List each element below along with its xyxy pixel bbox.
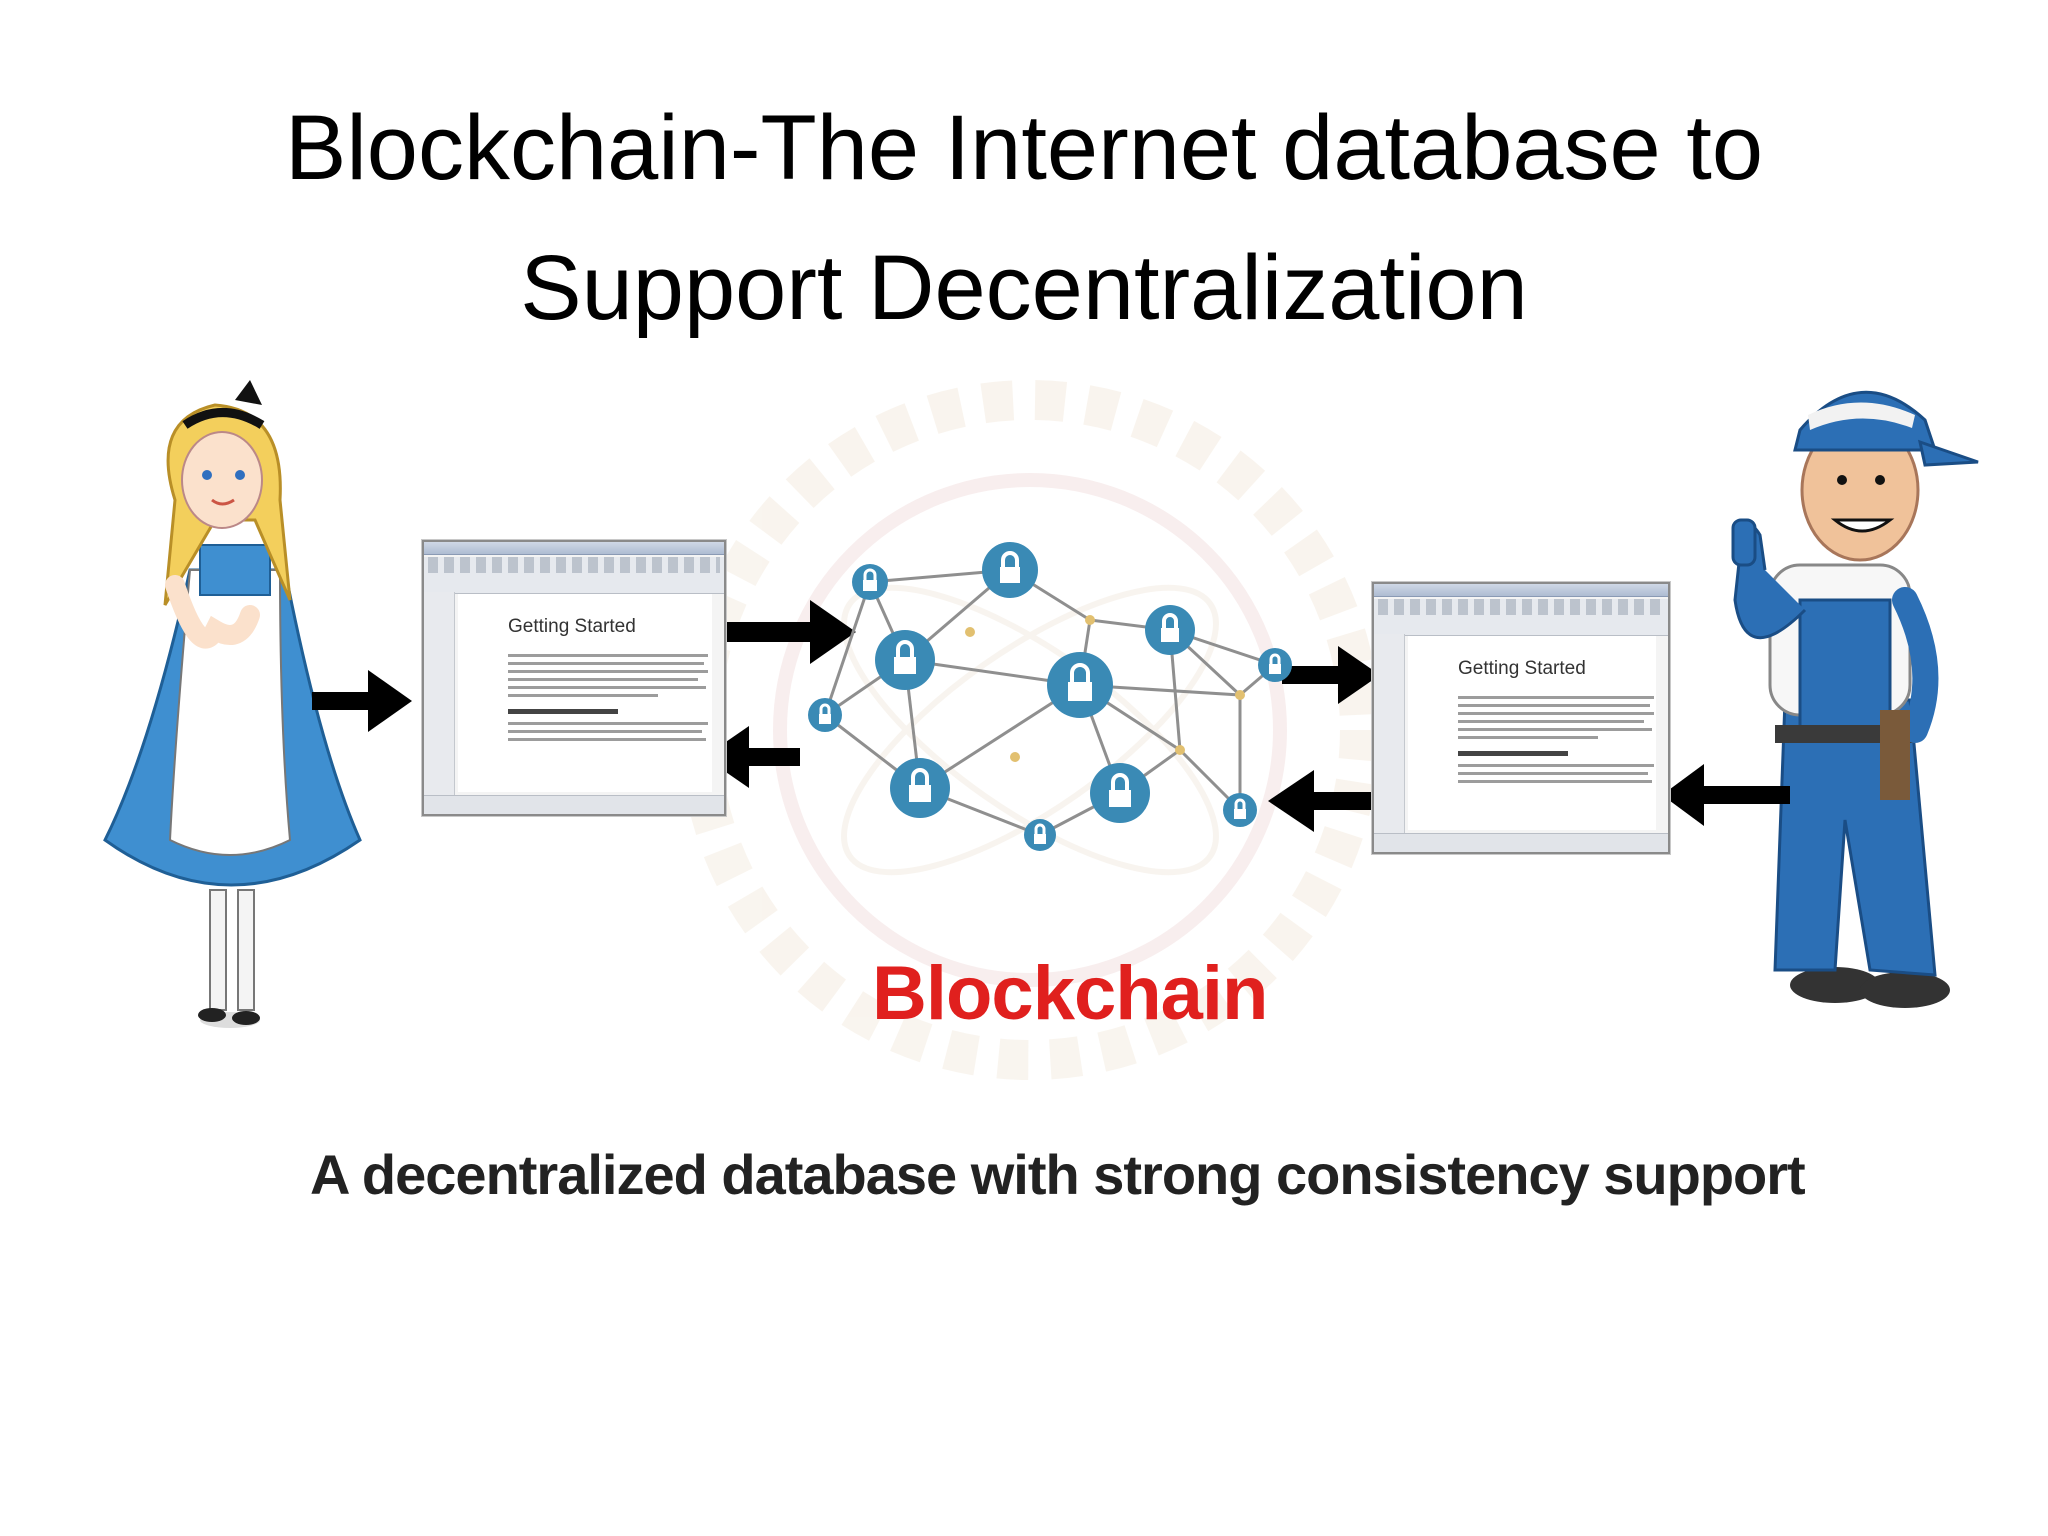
diagram-canvas: [103, 380, 1979, 1080]
arrow-alice-to-doc: [312, 670, 412, 732]
padlock-icon: [1024, 819, 1056, 851]
window-statusbar: [1374, 833, 1668, 852]
padlock-icon: [1258, 648, 1292, 682]
arrow-network-to-right-doc: [1282, 646, 1380, 704]
padlock-icon: [982, 542, 1038, 598]
right-document-window: Getting Started: [1372, 582, 1670, 854]
window-toolbar: [424, 557, 724, 594]
slide-title: Blockchain-The Internet database to Supp…: [140, 78, 1908, 358]
padlock-icon: [1223, 793, 1257, 827]
title-line-1: Blockchain-The Internet database to: [284, 97, 1764, 199]
arrow-right-doc-to-network: [1268, 770, 1385, 832]
padlock-icon: [875, 630, 935, 690]
blockchain-diagram: Getting Started Getting Started: [0, 370, 2048, 1270]
document-heading: Getting Started: [1458, 658, 1586, 679]
padlock-icon: [1145, 605, 1195, 655]
window-titlebar: [424, 542, 724, 555]
network-label: Blockchain: [872, 951, 1268, 1036]
document-heading: Getting Started: [508, 616, 636, 637]
window-sidebar: [1374, 634, 1405, 834]
arrow-network-to-doc: [704, 726, 800, 788]
padlock-icon: [890, 758, 950, 818]
document-page: Getting Started: [1408, 636, 1656, 830]
diagram-caption: A decentralized database with strong con…: [310, 1143, 1806, 1206]
title-line-2: Support Decentralization: [520, 237, 1528, 339]
arrow-doc-to-network: [720, 600, 856, 664]
window-statusbar: [424, 795, 724, 814]
padlock-icon: [808, 698, 842, 732]
padlock-icon: [1090, 763, 1150, 823]
left-document-window: Getting Started: [422, 540, 726, 816]
document-page: Getting Started: [458, 594, 712, 792]
padlock-icon: [1047, 652, 1113, 718]
worker-character: [1731, 390, 1979, 1008]
padlock-icon: [852, 564, 888, 600]
network-nodes: [808, 542, 1292, 851]
window-sidebar: [424, 592, 455, 796]
window-titlebar: [1374, 584, 1668, 597]
window-toolbar: [1374, 599, 1668, 636]
arrow-worker-to-right-doc: [1662, 764, 1790, 826]
alice-character: [103, 380, 362, 1028]
